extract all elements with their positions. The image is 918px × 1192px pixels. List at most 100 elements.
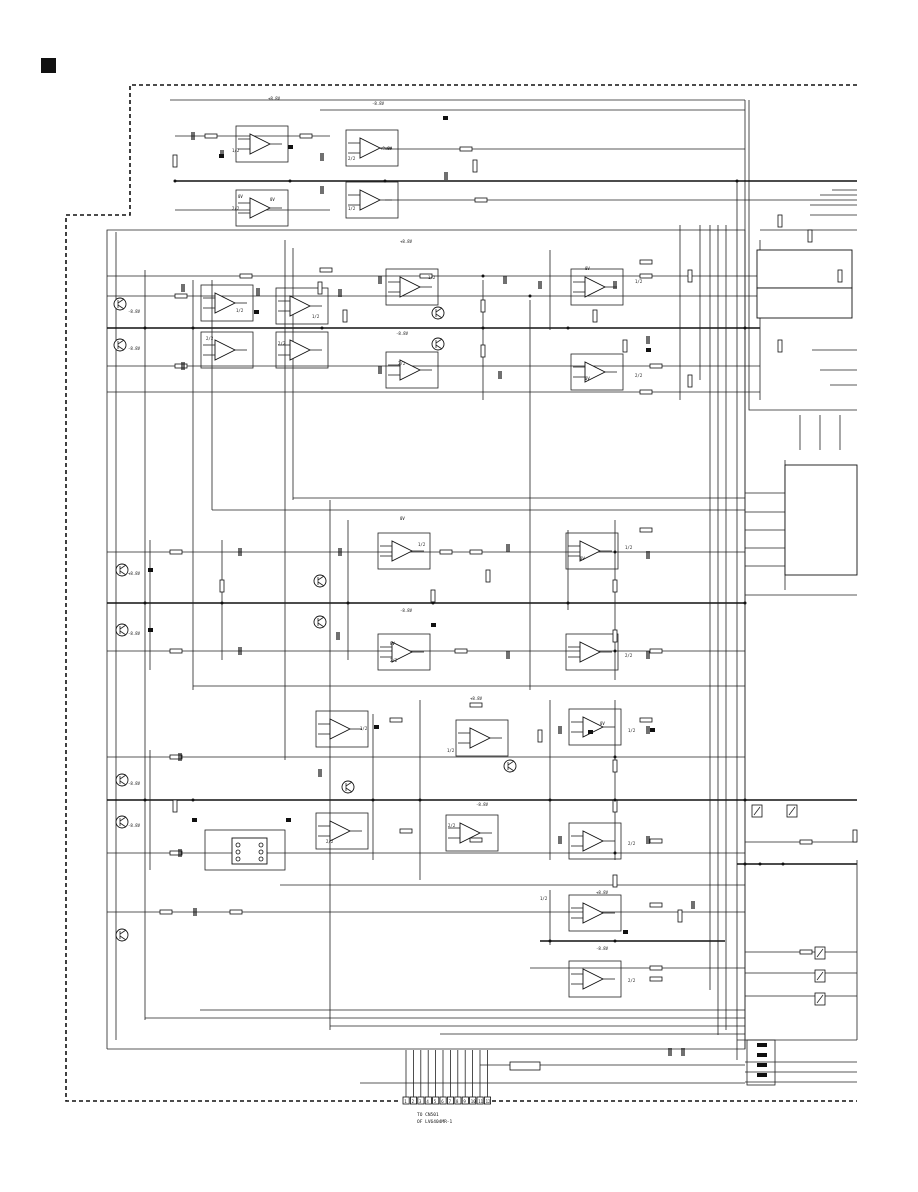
electrolytic-capacitor-symbol (588, 730, 593, 734)
capacitor-symbol (444, 172, 448, 180)
signal-lines (107, 109, 857, 1084)
electrolytic-capacitor-symbol (148, 628, 153, 632)
resistor-symbol (174, 293, 188, 299)
wire-junction (383, 179, 387, 183)
electrolytic-capacitor-symbol (650, 728, 655, 732)
capacitor-symbol (681, 1048, 685, 1056)
voltage-label: -8.8V (128, 346, 141, 351)
wire-junction (320, 326, 324, 330)
resistor-symbol (852, 829, 858, 843)
voltage-label: +8.8V (470, 696, 483, 701)
opamp-unit-label: 1/2 (360, 726, 368, 731)
voltage-label: 0V (400, 516, 405, 521)
wire-junction (781, 862, 785, 866)
electrolytic-capacitor-symbol (192, 818, 197, 822)
opamp-unit-label: 2/2 (348, 156, 356, 161)
capacitor-symbol (506, 651, 510, 659)
resistor-symbol (612, 759, 618, 773)
resistor-symbol (469, 702, 483, 708)
electrolytic-capacitor-symbol (288, 145, 293, 149)
connector-pin: 11 (476, 1050, 484, 1105)
capacitor-symbol (193, 908, 197, 916)
resistor-symbol (174, 363, 188, 369)
resistor-symbol (317, 281, 323, 295)
transistor-symbol (503, 759, 517, 773)
resistor-symbol (807, 229, 813, 243)
capacitor-symbol (318, 769, 322, 777)
opamp-unit-label: 2/2 (448, 823, 456, 828)
resistor-symbol (169, 850, 183, 856)
voltage-label: 0V (390, 641, 395, 646)
resistor-symbol (639, 259, 653, 265)
voltage-label: -8.8V (400, 608, 413, 613)
opamp-symbol (568, 960, 622, 998)
capacitor-symbol (238, 647, 242, 655)
resistor-symbol (169, 648, 183, 654)
connector-pin-number: 12 (486, 1099, 491, 1104)
resistor-symbol (612, 629, 618, 643)
resistor-symbol (204, 133, 218, 139)
capacitor-symbol (646, 651, 650, 659)
transistor-symbol (115, 773, 129, 787)
opamp-unit-label: 1/2 (428, 275, 436, 280)
connector-caption-line2: OF LV6404MR-1 (417, 1120, 453, 1125)
voltage-label: 0V (600, 721, 605, 726)
transistor-symbol (113, 338, 127, 352)
voltage-label: 0V (585, 266, 590, 271)
ic-block-upper-right (756, 189, 857, 386)
wire-junction (566, 601, 570, 605)
transistors (113, 297, 517, 942)
connector-pin-number: 5 (434, 1099, 437, 1104)
capacitor-symbol (558, 836, 562, 844)
wire-junction (613, 939, 617, 943)
resistor-symbol (229, 909, 243, 915)
transistor-symbol (115, 815, 129, 829)
capacitor-symbol (506, 544, 510, 552)
electrolytic-capacitor-symbol (646, 348, 651, 352)
wire-junction (613, 851, 617, 855)
electrolytic-capacitor-symbol (374, 725, 379, 729)
connector-pin: 5 (432, 1050, 440, 1105)
capacitor-symbol (178, 753, 182, 761)
resistor-symbol (639, 527, 653, 533)
wire-junction (528, 294, 532, 298)
wire-junction (613, 798, 617, 802)
capacitor-symbol (668, 1048, 672, 1056)
resistor-symbol (454, 648, 468, 654)
capacitor-symbol (256, 288, 260, 296)
electrolytic-capacitor-symbol (148, 568, 153, 572)
wire-junction (418, 798, 422, 802)
connector-pin: 6 (439, 1050, 447, 1105)
wire-junction (613, 550, 617, 554)
connector-pin-number: 1 (404, 1099, 407, 1104)
resistor-symbol (439, 549, 453, 555)
resistor-symbol (480, 344, 486, 358)
opamp-symbol (315, 812, 369, 850)
voltage-label: 0V (238, 194, 243, 199)
opamp-symbol (200, 284, 254, 322)
opamp-symbol (377, 532, 431, 570)
resistor-symbol (319, 267, 333, 273)
connector-pin: 8 (454, 1050, 462, 1105)
wire-junction (220, 601, 224, 605)
opamp-unit-label: 2/2 (326, 839, 334, 844)
opamp-symbol (315, 710, 369, 748)
opamp-symbol (275, 331, 329, 369)
capacitor-symbol (691, 901, 695, 909)
resistor-symbol (172, 154, 178, 168)
resistor-symbol (837, 269, 843, 283)
opamp-symbol (385, 351, 439, 389)
capacitors (148, 116, 695, 1056)
opamp-symbol (568, 894, 622, 932)
resistor-symbol (677, 909, 683, 923)
electrolytic-capacitor-symbol (254, 310, 259, 314)
connector-pin-number: 10 (471, 1099, 476, 1104)
resistor-symbol (777, 214, 783, 228)
opamp-unit-label: 2/2 (390, 658, 398, 663)
connector-pin-number: 3 (419, 1099, 422, 1104)
resistors (159, 133, 858, 982)
electrolytic-capacitor-symbol (286, 818, 291, 822)
opamp-unit-label: 2/2 (628, 841, 636, 846)
resistor-symbol (612, 579, 618, 593)
capacitor-symbol (503, 276, 507, 284)
